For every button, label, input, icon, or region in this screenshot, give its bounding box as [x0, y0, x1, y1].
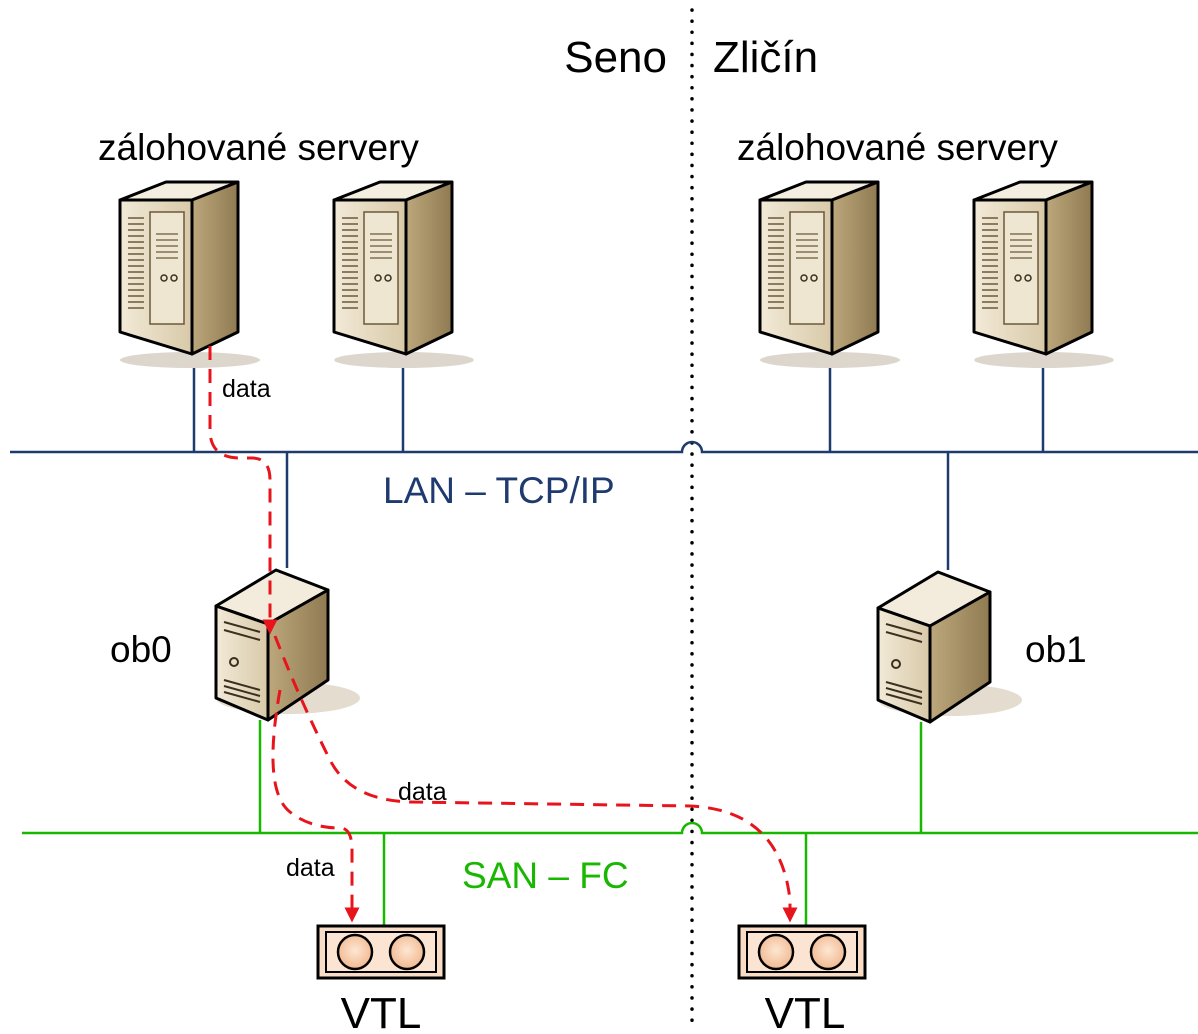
tape-library-icon	[316, 924, 446, 980]
data-flow-label-server: data	[222, 375, 271, 403]
tower-server-icon	[332, 180, 476, 370]
tower-server-icon	[758, 180, 902, 370]
san-connections	[258, 720, 923, 925]
lan-connections	[192, 345, 1045, 570]
servers-label-left: zálohované servery	[98, 127, 419, 168]
tape-library-icon	[737, 924, 867, 980]
data-flow-ob0-to-local-vtl	[271, 689, 360, 923]
lan-label: LAN – TCP/IP	[383, 470, 615, 511]
tower-server-icon	[972, 180, 1116, 370]
data-flow-ob0-to-remote-vtl	[273, 635, 798, 923]
data-flow-server-to-ob0	[208, 346, 278, 635]
vtl-label-left: VTL	[341, 989, 422, 1034]
backup-server-icon	[876, 570, 1024, 724]
site-label-right: Zličín	[713, 33, 818, 82]
data-flow-label-local: data	[286, 854, 335, 882]
vtl-label-right: VTL	[765, 989, 846, 1034]
servers-label-right: zálohované servery	[737, 127, 1058, 168]
backup-server-icon	[214, 568, 362, 722]
data-flow-label-remote: data	[398, 778, 447, 806]
backup-server-label-left: ob0	[110, 629, 172, 670]
tower-server-icon	[118, 180, 262, 370]
san-line	[22, 821, 1198, 835]
san-label: SAN – FC	[462, 855, 629, 896]
site-label-left: Seno	[564, 33, 667, 82]
lan-line	[10, 440, 1198, 454]
backup-server-label-right: ob1	[1025, 629, 1087, 670]
